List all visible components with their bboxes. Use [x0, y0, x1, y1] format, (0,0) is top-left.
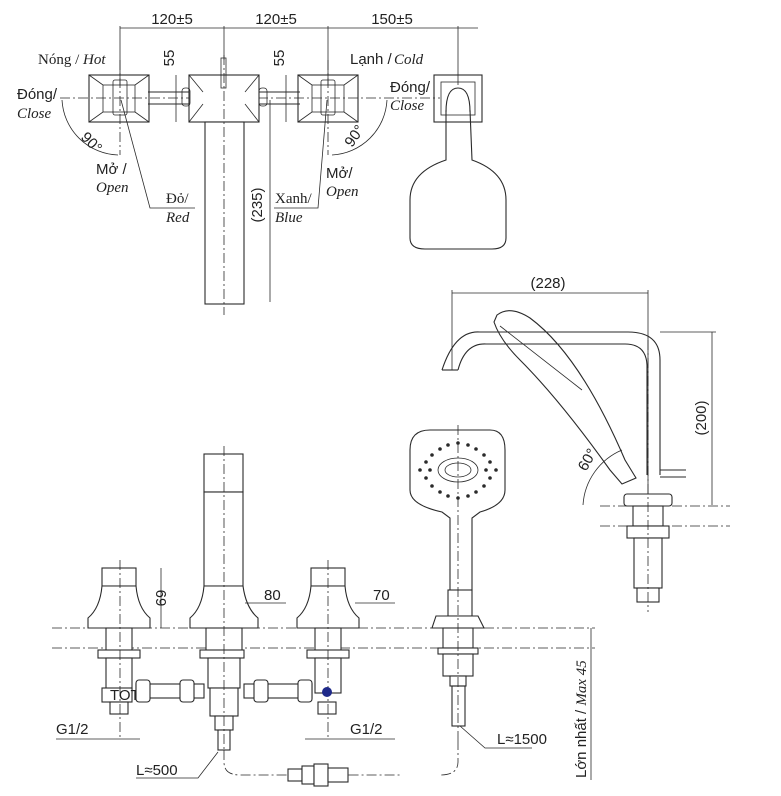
open-left-en: Open	[96, 180, 129, 196]
max-45-en: Max 45	[574, 660, 590, 707]
hot-label-en: Hot	[82, 52, 106, 68]
thread-right: G1/2	[350, 721, 383, 738]
leader-1500	[459, 725, 532, 749]
rotation-arc-right	[331, 99, 388, 156]
close-left-vi: Đóng/	[17, 86, 58, 103]
union-nut	[179, 679, 195, 703]
hose-500	[223, 750, 400, 776]
hot-handle-top	[88, 60, 150, 155]
spout-outer	[441, 331, 661, 475]
cold-handle-top	[297, 60, 359, 155]
dim-235: (235)	[249, 187, 266, 222]
union-nut	[253, 679, 269, 703]
spout-front	[189, 446, 259, 751]
dim-120-mid: 120±5	[255, 11, 297, 28]
spout-inner	[457, 343, 648, 475]
cold-label-en: Cold	[394, 52, 424, 68]
hose-1500-label: L≈1500	[497, 731, 547, 748]
spout-top	[181, 55, 268, 315]
blue-label-en: Blue	[275, 210, 303, 226]
leader-blue	[274, 99, 328, 209]
blue-label-vi: Xanh/	[275, 191, 312, 207]
hand-shower-side	[493, 310, 637, 485]
leader-red	[120, 99, 195, 209]
close-right-en: Close	[390, 98, 425, 114]
hand-shower-top	[409, 74, 507, 250]
hot-label-vi: Nóng /	[38, 52, 80, 68]
leader-500	[136, 751, 219, 779]
dim-200: (200)	[693, 400, 710, 435]
angle-90-left: 90°	[77, 129, 105, 157]
cold-handle-front	[296, 560, 360, 740]
top-view: 120±5 120±5 150±5 Nóng / Hot Đóng/ Close…	[17, 11, 507, 315]
dim-228: (228)	[530, 275, 565, 292]
front-view: 69 TOTO 80 70	[52, 425, 595, 787]
dim-70: 70	[373, 587, 390, 604]
dim-55-left: 55	[161, 50, 178, 67]
angle-90-right: 90°	[341, 122, 368, 150]
dim-80: 80	[264, 587, 281, 604]
dim-150-right: 150±5	[371, 11, 413, 28]
thread-left: G1/2	[56, 721, 89, 738]
cold-indicator	[322, 687, 332, 697]
hose-1500	[439, 740, 459, 776]
open-right-vi: Mở/	[326, 165, 353, 182]
hot-handle-front	[87, 560, 151, 740]
red-label-en: Red	[165, 210, 190, 226]
cold-label-vi: Lạnh /	[350, 51, 393, 68]
close-right-vi: Đóng/	[390, 79, 431, 96]
max-45-vi: Lớn nhất /	[573, 706, 590, 778]
union-nut	[297, 679, 313, 703]
dim-55-right: 55	[271, 50, 288, 67]
red-label-vi: Đỏ/	[166, 191, 189, 207]
open-right-en: Open	[326, 184, 359, 200]
hose-connector	[287, 763, 349, 787]
angle-60: 60°	[575, 446, 601, 474]
angle-arc-60	[582, 449, 623, 506]
rotation-arc-left	[61, 99, 119, 156]
max-45-label: Lớn nhất / Max 45	[573, 660, 590, 778]
spray-nozzles	[418, 441, 498, 500]
close-left-en: Close	[17, 106, 52, 122]
shower-face	[499, 325, 583, 391]
hand-shower-front	[409, 425, 506, 740]
open-left-vi: Mở /	[96, 161, 127, 178]
dim-120-left: 120±5	[151, 11, 193, 28]
hose-500-label: L≈500	[136, 762, 178, 779]
union-nut	[135, 679, 151, 703]
dim-69: 69	[152, 590, 169, 607]
